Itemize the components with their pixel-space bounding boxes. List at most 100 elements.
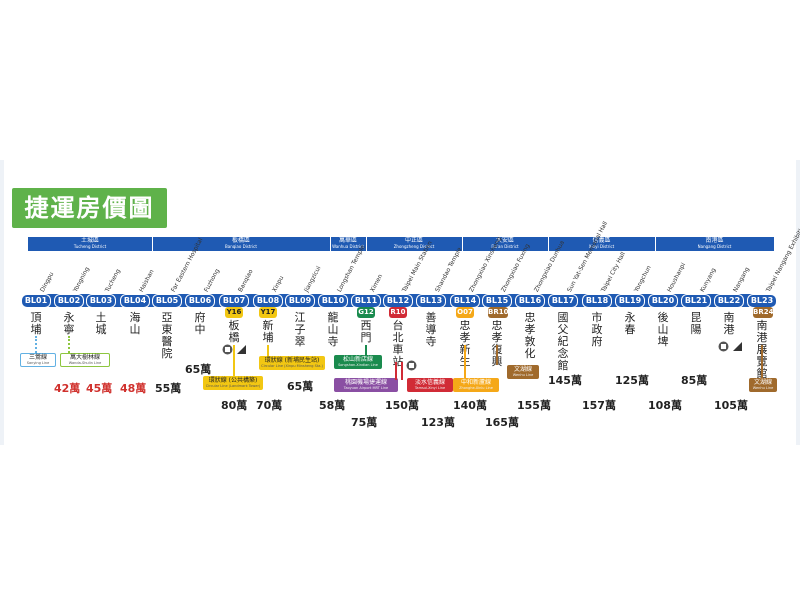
station-code-badge: BL09 (285, 294, 315, 308)
transfer-line-name: 環狀線 (新埔民生站) (264, 357, 320, 364)
station-price: 150萬 (385, 399, 419, 412)
district-name-en: Da'an District (491, 244, 519, 249)
station-name: 海 山 (129, 311, 141, 336)
station-name-en: Haishan (138, 268, 156, 294)
station-name: 板 橋 (228, 319, 240, 344)
red-line-stub (395, 362, 397, 380)
station-code-badge: BL20 (648, 294, 678, 308)
station-name: 龍 山 寺 (327, 311, 339, 348)
district-name-en: Xinyi District (588, 244, 615, 249)
station-name-en: Yongning (72, 265, 91, 294)
rail-icon (236, 340, 247, 354)
station-name-en: Jiangzicui (303, 265, 323, 294)
left-edge (0, 160, 4, 445)
district-name-en: Wanhua District (332, 244, 364, 249)
station-name-en: Houshanpi (666, 261, 688, 294)
transfer-line-name: 文湖線 (513, 366, 532, 373)
station-name: 台 北 車 站 (392, 319, 404, 368)
transfer-connector (68, 336, 70, 353)
station-name: 市 政 府 (591, 311, 603, 348)
station-name-en: Dingpu (39, 271, 56, 294)
station-name: 西 門 (360, 319, 372, 344)
red-line-stub-2 (401, 362, 403, 380)
station-name: 昆 陽 (690, 311, 702, 336)
station-name: 新 埔 (262, 319, 274, 344)
district-separator (330, 237, 331, 251)
district-separator (548, 237, 549, 251)
district-bar (28, 237, 774, 251)
station-name: 府 中 (194, 311, 206, 336)
station-code-badge: BL14 (450, 294, 480, 308)
station-price: 125萬 (615, 374, 649, 387)
station-name: 永 春 (624, 311, 636, 336)
station-name-en: Yongchun (633, 264, 653, 294)
transfer-code-badge: Y16 (225, 307, 243, 318)
station-name-en: Kunyang (699, 266, 718, 294)
station-name: 亞 東 醫 院 (161, 311, 173, 360)
station-name: 土 城 (95, 311, 107, 336)
station-price: 108萬 (648, 399, 682, 412)
station-code-badge: BL06 (185, 294, 215, 308)
station-code-badge: BL08 (253, 294, 283, 308)
station-price: 85萬 (681, 374, 708, 387)
station-name: 頂 埔 (30, 311, 42, 336)
station-name: 國 父 紀 念 館 (557, 311, 569, 372)
train-icon (406, 356, 417, 371)
station-code-badge: BL05 (152, 294, 182, 308)
transfer-line-name: 中和新蘆線 (460, 379, 491, 386)
station-name: 永 寧 (63, 311, 75, 336)
station-price: 165萬 (485, 416, 519, 429)
transfer-connector (233, 345, 235, 376)
station-name-en: Shandao Temple (434, 246, 464, 294)
district-name: 大安區 (495, 237, 514, 244)
transfer-code-badge: Y17 (259, 307, 277, 318)
district-separator (462, 237, 463, 251)
district-name-en: Nangang District (697, 244, 732, 249)
district-name-en: Tucheng District (73, 244, 107, 249)
station-code-badge: BL13 (416, 294, 446, 308)
transfer-line-badge: 環狀線 (公共構築)Circular Line (Landmark Tower) (203, 376, 263, 390)
station-code-badge: BL12 (383, 294, 413, 308)
station-price: 70萬 (256, 399, 283, 412)
transfer-code-badge: R10 (389, 307, 407, 318)
station-price: 140萬 (453, 399, 487, 412)
station-code-badge: BL07 (219, 294, 249, 308)
transfer-line-badge: 環狀線 (新埔民生站)Circular Line (Xinpu Minsheng… (259, 356, 325, 370)
station-code-badge: BL21 (681, 294, 711, 308)
station-name-en: Tucheng (104, 267, 122, 294)
district-name-en: Zhongzheng District (393, 244, 435, 249)
transfer-line-name-en: Tamsui-Xinyi Line (414, 386, 446, 390)
transfer-connector (464, 345, 466, 378)
station-price: 58萬 (319, 399, 346, 412)
transfer-code-badge: G12 (357, 307, 375, 318)
district-name: 萬華區 (338, 237, 357, 244)
transfer-line-name: 松山新店線 (342, 356, 373, 363)
district-name: 土城區 (80, 237, 99, 244)
station-code-badge: BL22 (714, 294, 744, 308)
transfer-line-name-en: Sanying Line (26, 361, 50, 365)
station-price: 155萬 (517, 399, 551, 412)
station-name: 善 導 寺 (425, 311, 437, 348)
station-price: 80萬 (221, 399, 248, 412)
station-name: 忠 孝 敦 化 (524, 311, 536, 360)
district-name: 中正區 (404, 237, 423, 244)
district-separator (366, 237, 367, 251)
station-code-badge: BL16 (515, 294, 545, 308)
station-code-badge: BL01 (21, 294, 51, 308)
transfer-line-name-en: Taoyuan Airport MRT Line (343, 386, 389, 390)
train-icon (718, 337, 729, 352)
station-name-en: Banqiao (237, 268, 255, 294)
transfer-line-name-en: Circular Line (Landmark Tower) (205, 384, 261, 388)
station-price: 48萬 (120, 382, 147, 395)
station-price: 42萬 (54, 382, 81, 395)
